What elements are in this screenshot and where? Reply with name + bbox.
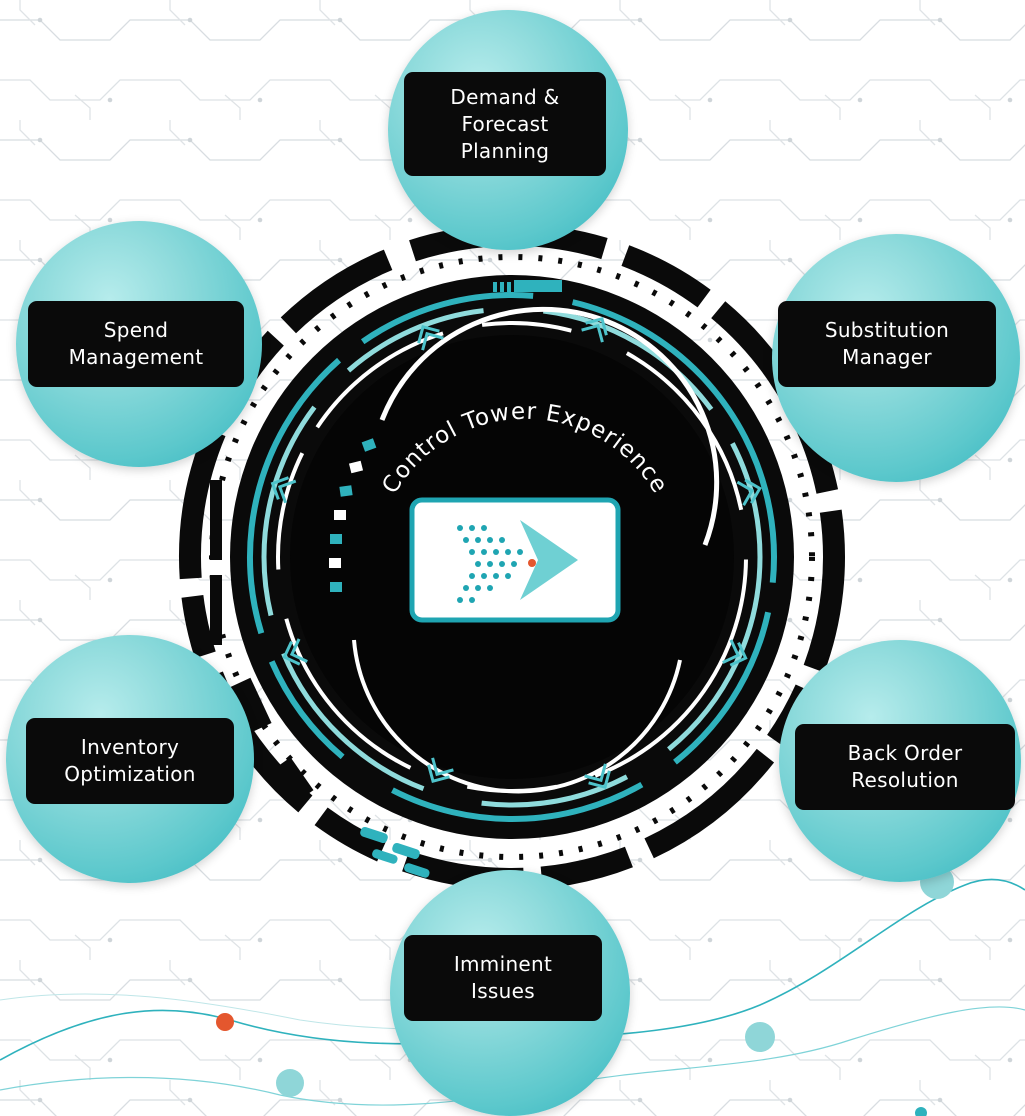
label-imminent-issues: Imminent Issues	[404, 935, 602, 1021]
label-inventory-optimization: Inventory Optimization	[26, 718, 234, 804]
label-substitution-manager: Substitution Manager	[778, 301, 996, 387]
arrow-dots-logo-icon	[409, 497, 621, 623]
outer-dark-ring	[179, 224, 845, 890]
left-bracket-marks	[210, 480, 314, 803]
wave-dot-teal-1	[276, 1069, 304, 1097]
segment-marks-left	[329, 438, 377, 592]
chevron-icons	[270, 316, 762, 790]
inner-white-arc-top	[379, 306, 720, 546]
wave-dot-teal-2	[745, 1022, 775, 1052]
label-demand-forecast-planning: Demand & Forecast Planning	[404, 72, 606, 176]
teal-ring-1	[247, 292, 777, 822]
inner-white-arc-bottom	[352, 639, 682, 794]
white-ring	[276, 321, 748, 793]
top-indicator	[493, 280, 562, 292]
teal-ring-2	[261, 306, 763, 808]
label-spend-management: Spend Management	[28, 301, 244, 387]
wave-dot-teal-4	[915, 1107, 927, 1116]
label-back-order-resolution: Back Order Resolution	[795, 724, 1015, 810]
wave-dot-red	[216, 1013, 234, 1031]
segment-marks-bottom	[360, 826, 430, 878]
